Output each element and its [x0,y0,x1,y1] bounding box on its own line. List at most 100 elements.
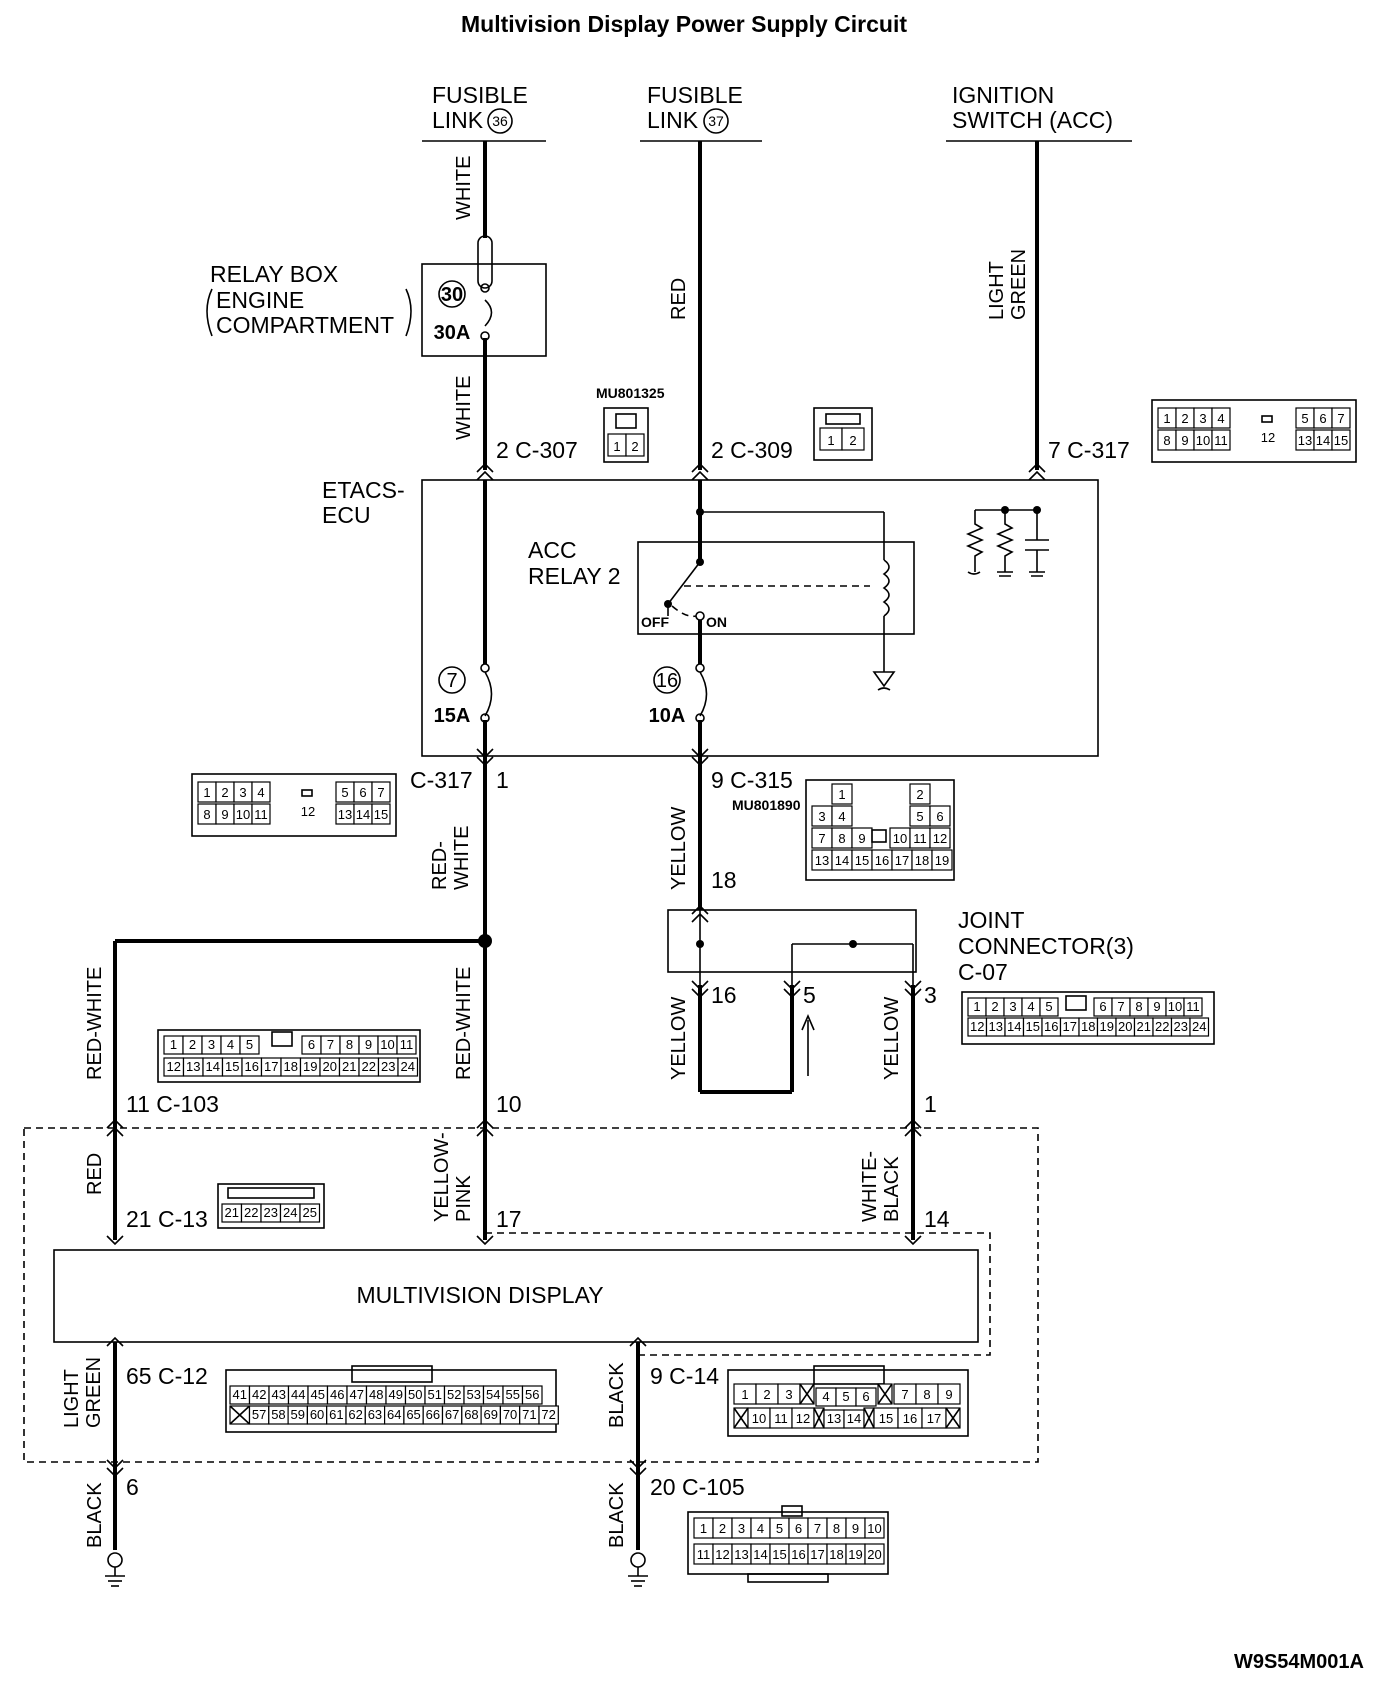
c315-cell [909,783,931,805]
c12-pin-label: 64 [387,1407,401,1422]
svg-text:9 C-315: 9 C-315 [711,767,793,793]
c12-pin-label: 55 [506,1387,520,1402]
c105-pin-label: 3 [738,1521,745,1536]
c12-cell [521,1385,543,1405]
c13-pin-label: 21 [225,1205,239,1220]
c12-pin-label: 47 [350,1387,364,1402]
c315-pin-label: 8 [838,831,845,846]
c13-pin-label: 22 [244,1205,258,1220]
c07-cell [1183,997,1203,1017]
connector-c317-top-pin-label: 8 [1163,433,1170,448]
c12-pin-label: 57 [252,1407,266,1422]
c12-pin-label: 53 [467,1387,481,1402]
svg-text:15A: 15A [434,705,471,727]
connector-c317-mid-pin-label: 3 [239,785,246,800]
c315-pin-label: 18 [915,853,929,868]
c12-pin-label: 69 [484,1407,498,1422]
diagram-code: W9S54M001A [1234,1651,1364,1673]
connector-c317-top-pin-label: 3 [1199,411,1206,426]
svg-text:OFF: OFF [641,614,669,630]
c315-pin-label: 9 [858,831,865,846]
svg-text:10: 10 [496,1091,522,1117]
svg-text:3: 3 [924,982,937,1008]
diagram-title: Multivision Display Power Supply Circuit [461,11,907,37]
c315-pin-label: 10 [893,831,907,846]
c07-pin-label: 15 [1026,1019,1040,1034]
dashed-enclosures [23,1127,1039,1463]
c315-pin-label: 13 [815,853,829,868]
c12-pin-label: 72 [541,1407,555,1422]
connector-arrows [106,462,1046,1478]
svg-text:WHITE: WHITE [453,376,475,440]
c103-cell [397,1057,419,1077]
svg-text:1: 1 [924,1091,937,1117]
c07-pin-label: 6 [1099,999,1106,1014]
c103-pin-label: 12 [167,1059,181,1074]
c315-cell [929,827,951,849]
svg-text:GREEN: GREEN [1008,249,1030,320]
c315-pin-label: 14 [835,853,849,868]
c103-pin-label: 6 [308,1037,315,1052]
c105-pin-label: 11 [697,1547,711,1562]
svg-text:RELAY 2: RELAY 2 [528,563,620,589]
c12-pin-label: 60 [310,1407,324,1422]
c07-pin-label: 14 [1007,1019,1021,1034]
svg-text:ETACS-: ETACS- [322,477,405,503]
c103-pin-label: 19 [303,1059,317,1074]
c105-pin-label: 18 [829,1547,843,1562]
c07-pin-label: 19 [1100,1019,1114,1034]
c103-pin-label: 4 [227,1037,234,1052]
c315-pin-label: 12 [933,831,947,846]
connector-c317-mid-cell [251,781,271,803]
c12-pin-label: 46 [330,1387,344,1402]
svg-text:16: 16 [711,982,737,1008]
c07-pin-label: 22 [1155,1019,1169,1034]
c315-cell [931,849,953,871]
c14-pin-label: 3 [785,1387,792,1402]
c307-pin-label: 2 [631,439,638,454]
c13-pin-label: 24 [283,1205,297,1220]
c12-pin-label: 43 [272,1387,286,1402]
c12-pin-label: 52 [447,1387,461,1402]
c07-pin-label: 17 [1063,1019,1077,1034]
c12-pin-label: 41 [233,1387,247,1402]
connector-c317-top-pin-label: 7 [1337,411,1344,426]
connector-c317-mid-pin-label: 5 [341,785,348,800]
connector-c317-top-pin-label: 1 [1163,411,1170,426]
connector-c317-mid-pin-label: 9 [221,807,228,822]
svg-text:17: 17 [496,1206,522,1232]
c14-pin-label: 10 [752,1411,766,1426]
svg-text:CONNECTOR(3): CONNECTOR(3) [958,933,1134,959]
connector-c317-mid-cell [251,803,271,825]
connector-c317-mid-pin-label: 14 [356,807,370,822]
connector-c317-top-pin-label: 15 [1334,433,1348,448]
c315-cell [831,805,853,827]
c12-pin-label: 54 [486,1387,500,1402]
c315-pin-label: 15 [855,853,869,868]
c07-pin-label: 10 [1168,999,1182,1014]
svg-text:7 C-317: 7 C-317 [1048,437,1130,463]
c12-pin-label: 56 [525,1387,539,1402]
c07-pin-label: 21 [1137,1019,1151,1034]
svg-text:7: 7 [446,670,457,692]
c14-pin-label: 1 [741,1387,748,1402]
c103-pin-label: 11 [400,1037,414,1052]
c07-cell [1039,997,1059,1017]
c105-pin-label: 5 [776,1521,783,1536]
c315-pin-label: 5 [916,809,923,824]
connector-c317-mid-pin-label: 7 [377,785,384,800]
c14-pin-label: 12 [796,1411,810,1426]
c315-pin-label: 16 [875,853,889,868]
svg-text:16: 16 [656,670,678,692]
svg-text:11 C-103: 11 C-103 [126,1091,219,1117]
c14-cell [855,1387,877,1407]
svg-text:LIGHT: LIGHT [61,1369,83,1428]
c315-pin-label: 19 [935,853,949,868]
svg-text:GREEN: GREEN [83,1357,105,1428]
